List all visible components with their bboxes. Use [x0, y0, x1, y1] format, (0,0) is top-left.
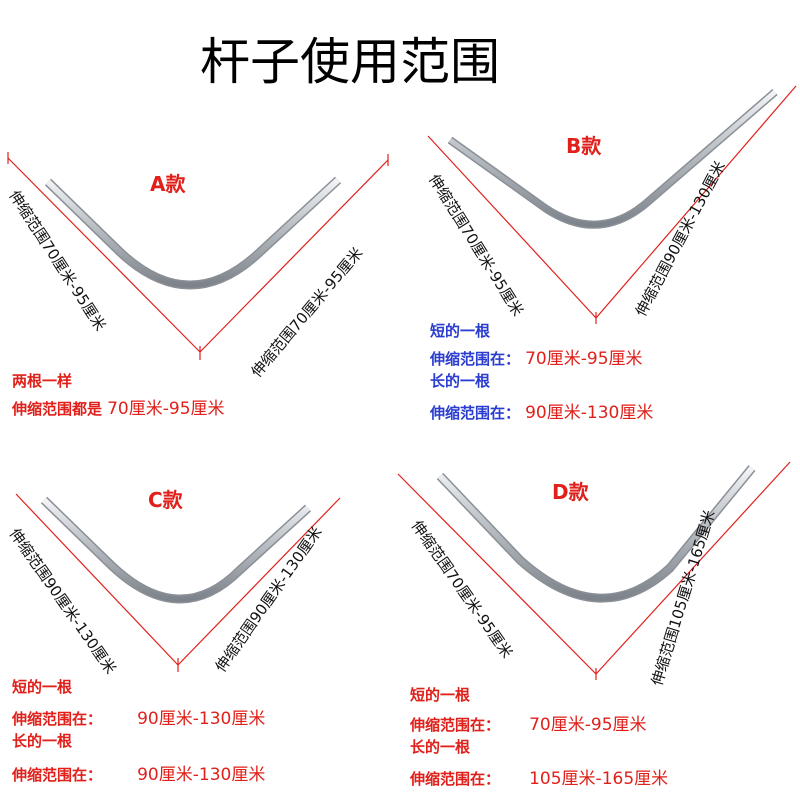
panel-b-label: B款 [566, 134, 602, 158]
panel-c-long-row: 伸缩范围在： 90厘米-130厘米 [12, 760, 265, 785]
panel-d-short-heading: 短的一根 [410, 686, 471, 704]
panel-a-note-value: 70厘米-95厘米 [107, 399, 225, 419]
page-title: 杆子使用范围 [200, 33, 500, 91]
panel-d-long-label: 伸缩范围在： [410, 770, 501, 788]
panel-c-short-row: 伸缩范围在： 90厘米-130厘米 [12, 704, 265, 729]
panel-a-label: A款 [150, 172, 186, 196]
panel-d-short-value: 70厘米-95厘米 [529, 715, 647, 735]
panel-c-diagram [15, 493, 341, 672]
panel-a-right-dimension-line [199, 159, 389, 353]
panel-b-right-dimension-line [595, 85, 797, 319]
panel-b-long-row: 伸缩范围在： 90厘米-130厘米 [430, 398, 653, 423]
panel-d-long-row: 伸缩范围在： 105厘米-165厘米 [410, 764, 668, 789]
panel-c-left-dimension-line [15, 493, 179, 666]
panel-b-short-value: 70厘米-95厘米 [525, 349, 643, 369]
panel-d-short-label: 伸缩范围在： [410, 716, 501, 734]
panel-a-note-line2: 伸缩范围都是 70厘米-95厘米 [12, 394, 225, 419]
panel-c-long-label: 伸缩范围在： [12, 766, 103, 784]
panel-a-curved-rod [44, 176, 342, 290]
panel-a-diagram [7, 152, 389, 360]
panel-d-long-heading: 长的一根 [410, 738, 471, 756]
panel-c-short-value: 90厘米-130厘米 [137, 709, 266, 729]
panel-b-short-row: 伸缩范围在： 70厘米-95厘米 [430, 344, 643, 369]
panel-a-left-dimension-line [7, 157, 201, 353]
panel-a-note-label: 伸缩范围都是 [12, 400, 103, 418]
panel-b-long-label: 伸缩范围在： [430, 404, 521, 422]
panel-d-right-dimension-line [595, 461, 791, 675]
panel-a-note-line1: 两根一样 [12, 372, 73, 390]
panel-b-diagram [427, 85, 797, 324]
panel-d-diagram [397, 461, 791, 680]
panel-b-long-value: 90厘米-130厘米 [525, 403, 654, 423]
panel-b-long-heading: 长的一根 [430, 372, 491, 390]
panel-c-long-heading: 长的一根 [12, 732, 73, 750]
panel-c-short-heading: 短的一根 [12, 678, 73, 696]
panel-b-left-dimension-line [427, 135, 597, 319]
panel-c-short-label: 伸缩范围在： [12, 710, 103, 728]
panel-d-long-value: 105厘米-165厘米 [529, 769, 669, 789]
panel-d-short-row: 伸缩范围在： 70厘米-95厘米 [410, 710, 647, 735]
panel-d-left-dimension-line [397, 473, 597, 675]
panel-b-short-heading: 短的一根 [430, 322, 491, 340]
panel-c-label: C款 [148, 488, 183, 512]
panel-b-short-label: 伸缩范围在： [430, 350, 521, 368]
panel-c-long-value: 90厘米-130厘米 [137, 765, 266, 785]
panel-b-curved-rod [447, 88, 778, 229]
panel-d-label: D款 [552, 480, 589, 504]
panel-c-right-dimension-line [177, 497, 341, 666]
